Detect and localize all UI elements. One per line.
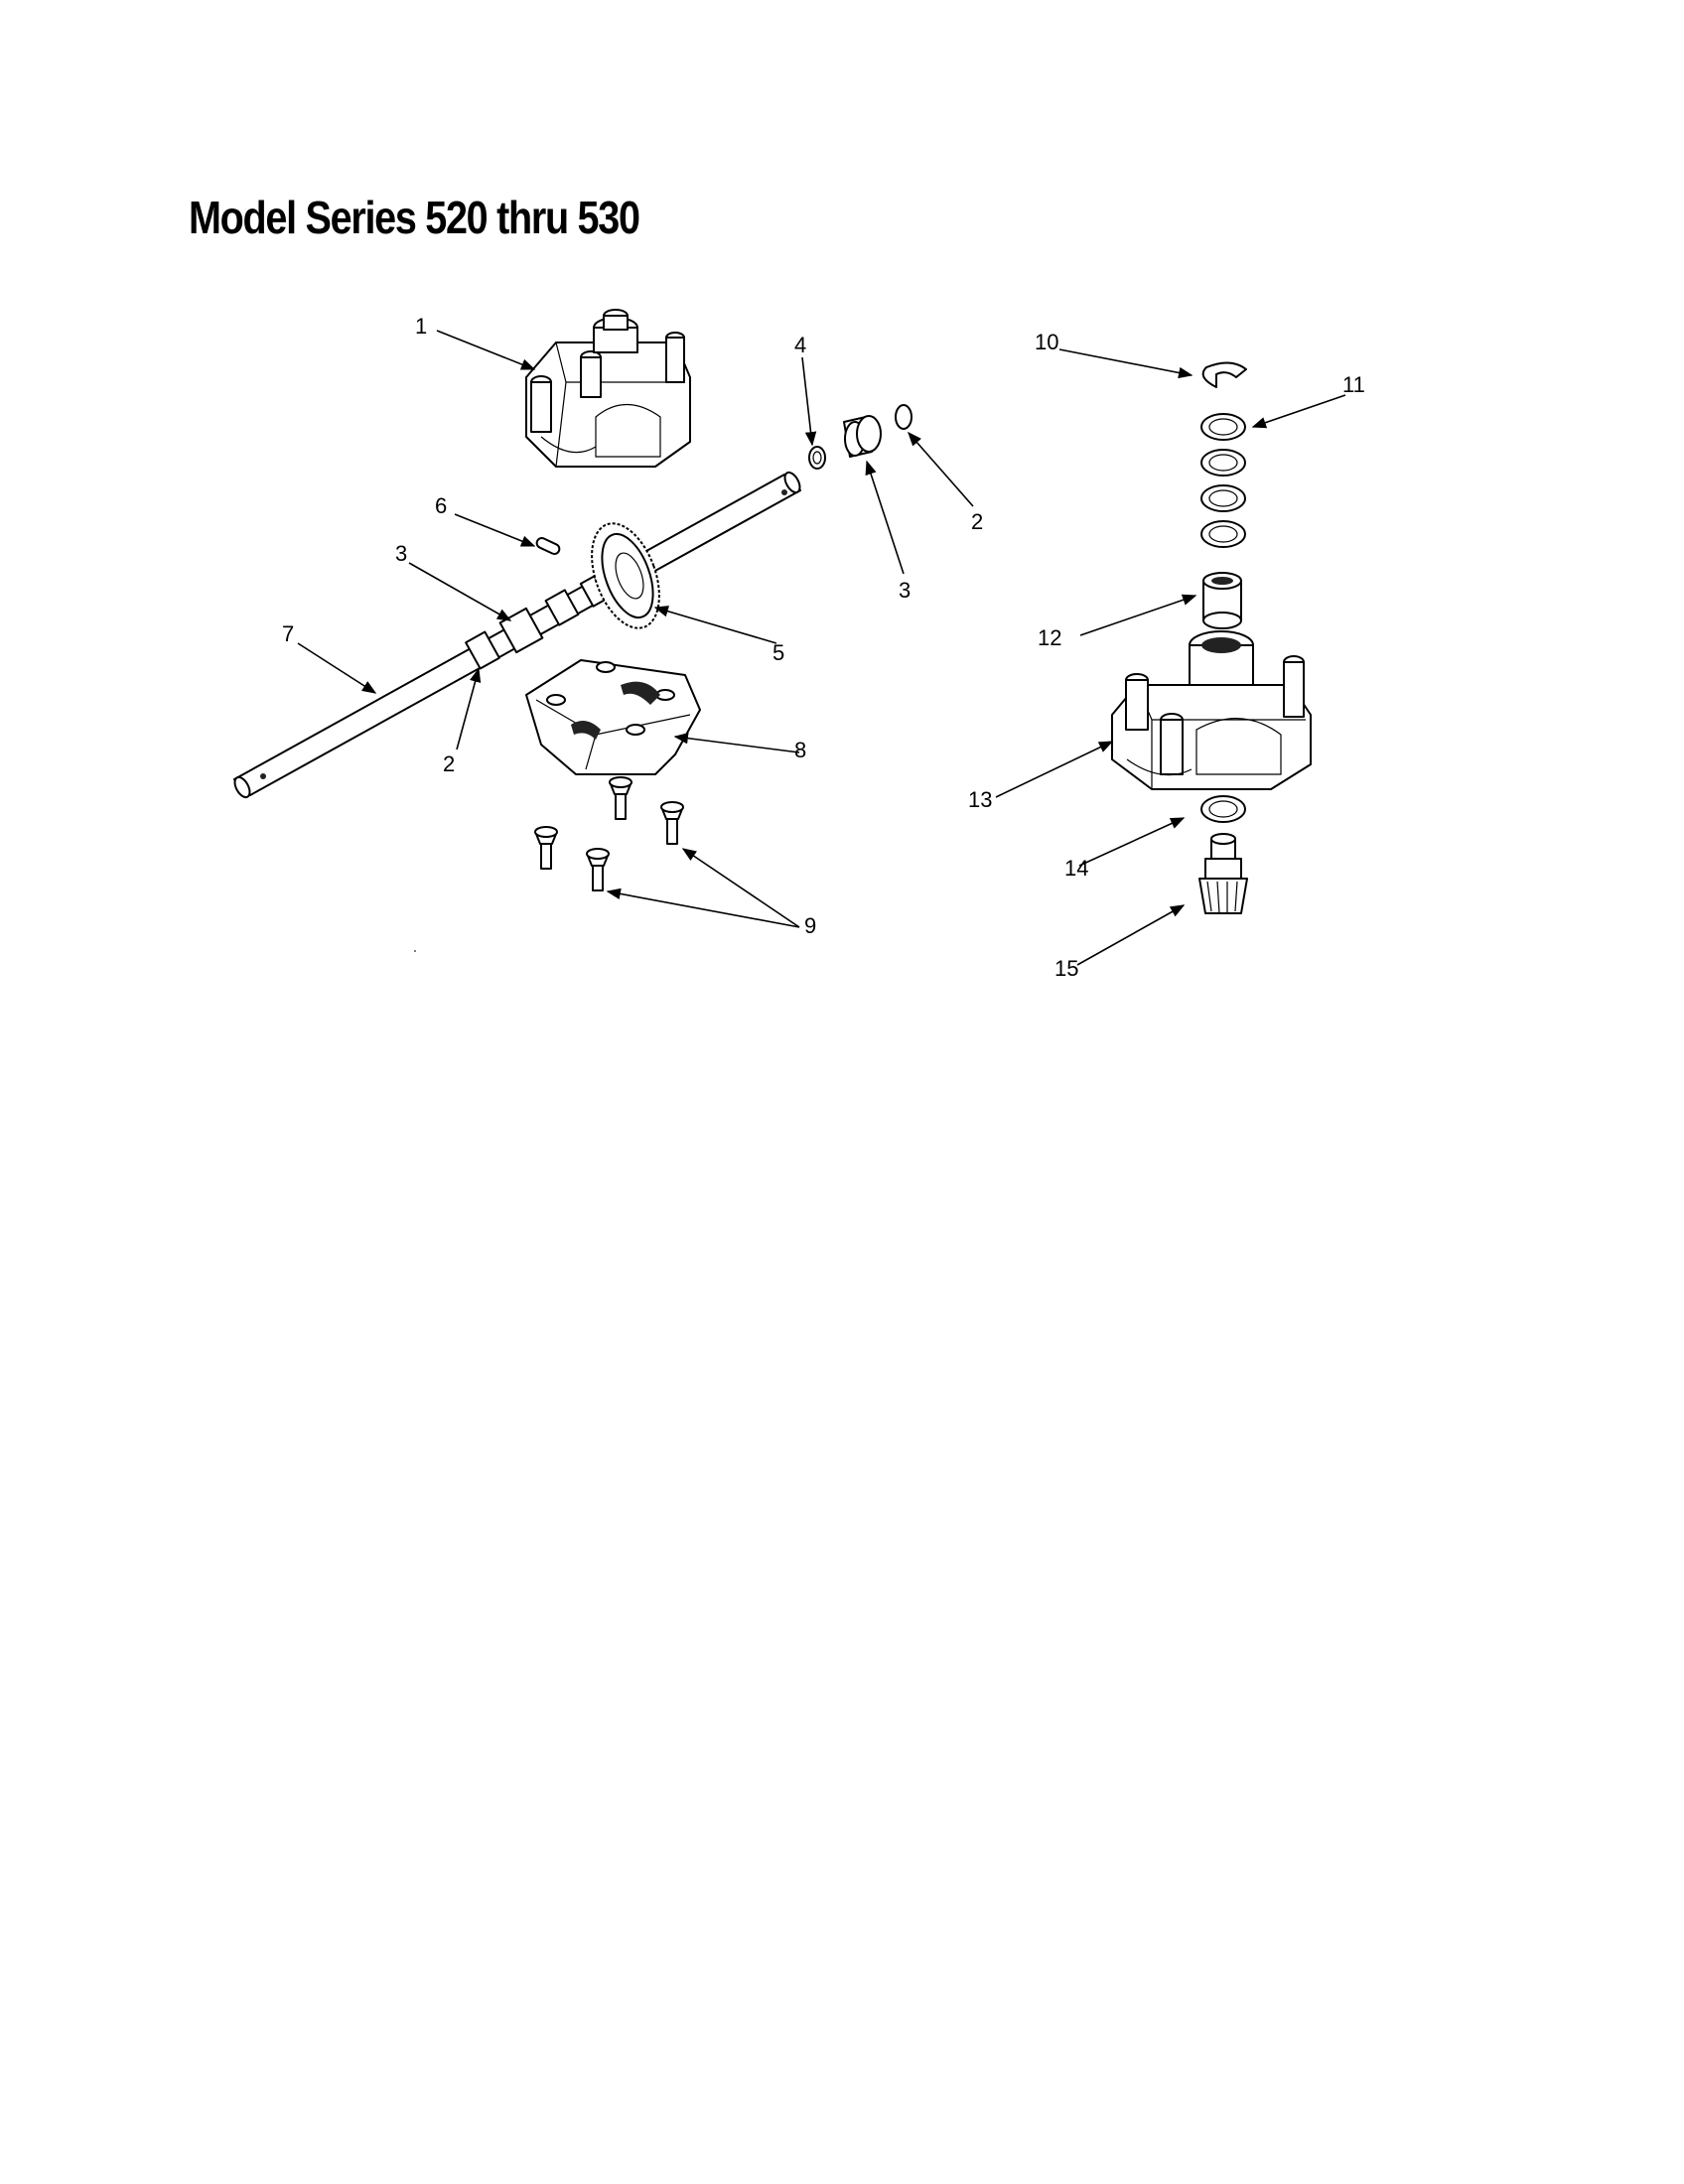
callout-7: 7 (282, 621, 294, 646)
callout-4: 4 (794, 333, 806, 357)
callout-15: 15 (1054, 956, 1078, 981)
callout-14: 14 (1064, 856, 1088, 881)
ring-gear (591, 522, 660, 629)
lower-gear-case (525, 659, 701, 775)
pinion-gear (1198, 833, 1248, 914)
callout-3-left: 3 (395, 541, 407, 566)
callout-9: 9 (804, 913, 816, 938)
pin (535, 537, 561, 555)
page-title: Model Series 520 thru 530 (189, 192, 640, 243)
callout-6: 6 (435, 493, 447, 518)
callout-2-left: 2 (443, 751, 455, 776)
callout-2-right: 2 (971, 509, 983, 534)
thrust-washers (1200, 413, 1246, 548)
callout-10: 10 (1035, 330, 1058, 354)
callout-11: 11 (1342, 372, 1365, 397)
callout-8: 8 (794, 738, 806, 762)
pinion-gear-case (1111, 630, 1312, 790)
bearing-3 (843, 415, 882, 458)
callout-3-right: 3 (899, 578, 911, 603)
washer-14 (1200, 795, 1246, 823)
callout-labels: 1 4 10 11 2 3 6 3 5 7 2 8 12 13 14 15 9 (282, 314, 1365, 981)
upper-gear-case (525, 309, 691, 468)
washer-4 (808, 446, 826, 470)
callout-1: 1 (415, 314, 427, 339)
callout-12: 12 (1038, 625, 1061, 650)
callout-5: 5 (772, 640, 784, 665)
screws (534, 776, 684, 891)
needle-bearing (1202, 572, 1242, 629)
ring-2 (895, 404, 912, 430)
callout-13: 13 (968, 787, 992, 812)
scan-speck (414, 950, 416, 952)
e-clip (1201, 361, 1247, 388)
leader-lines (297, 330, 1346, 966)
axle-shaft (233, 471, 801, 799)
